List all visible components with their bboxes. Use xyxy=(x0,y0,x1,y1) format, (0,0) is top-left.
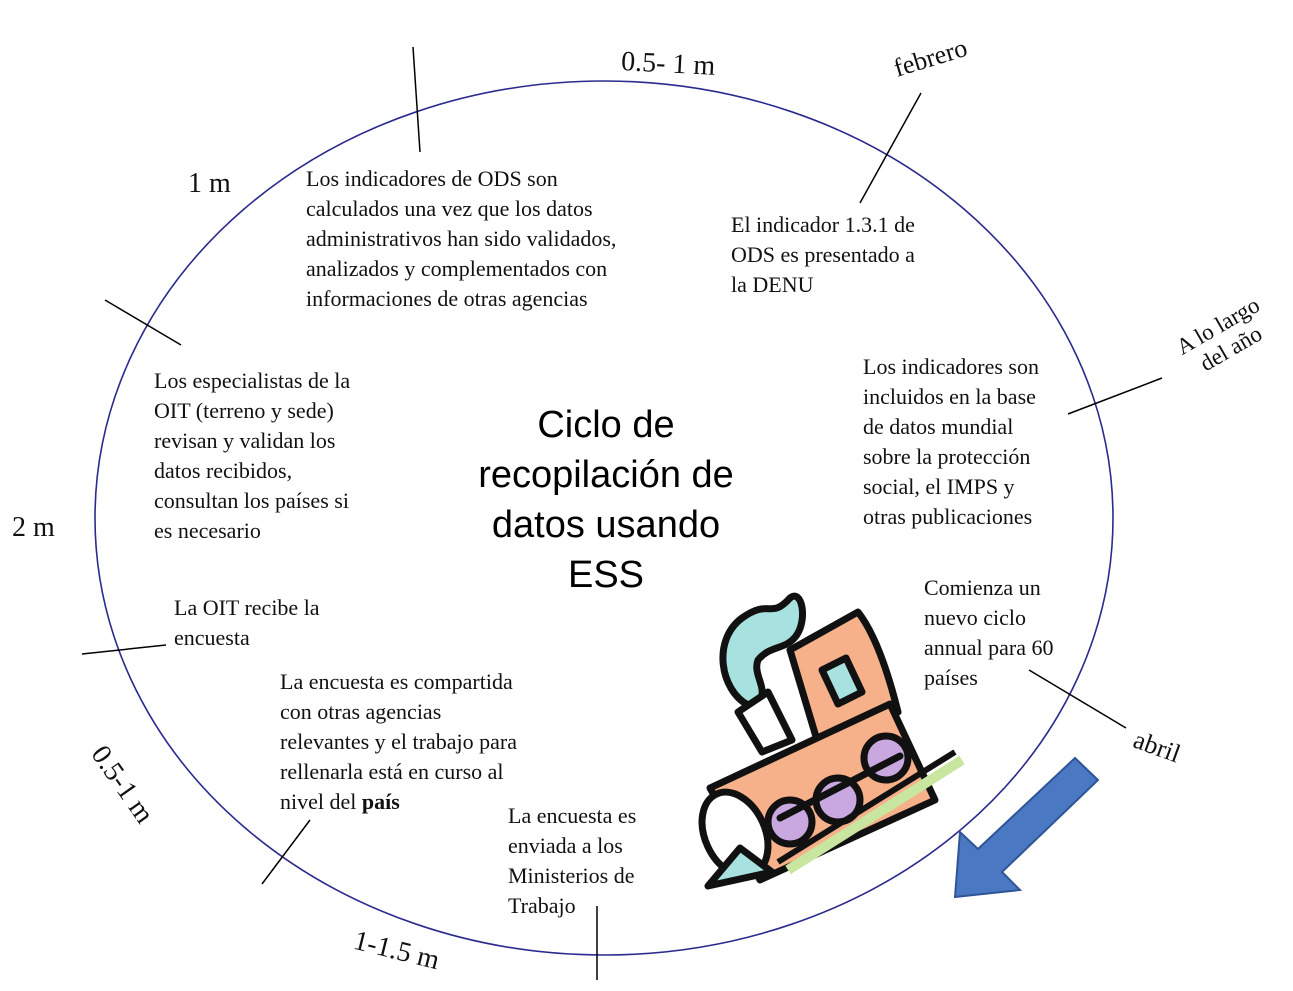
train-track xyxy=(776,749,957,865)
duration-left: 2 m xyxy=(12,512,55,543)
tick-top xyxy=(412,46,421,153)
step-text-line: de datos mundial xyxy=(863,414,1014,439)
step-text-line: revisan y validan los xyxy=(154,428,336,453)
step-text-line: social, el IMPS y xyxy=(863,474,1015,499)
duration-upper-left: 1 m xyxy=(188,168,231,199)
duration-top: 0.5- 1 m xyxy=(620,46,716,82)
step-new-cycle: Comienza un nuevo ciclo annual para 60 p… xyxy=(924,573,1054,693)
step-text-line: rellenarla está en curso al xyxy=(280,759,504,784)
step-text-line-last: nivel del país xyxy=(280,787,517,817)
train-smoke xyxy=(719,592,806,709)
train-rod xyxy=(776,752,904,822)
step-text-line: es necesario xyxy=(154,518,261,543)
step-text-line: Los indicadores de ODS son xyxy=(306,166,558,191)
step-text-line: La encuesta es xyxy=(508,803,637,828)
cycle-ellipse xyxy=(94,80,1114,956)
step-text-line: administrativos han sido validados, xyxy=(306,226,617,251)
diagram-title: Ciclo de recopilación de datos usando ES… xyxy=(440,400,772,600)
tick-all-year xyxy=(1067,377,1163,415)
step-text-line: La OIT recibe la xyxy=(174,595,320,620)
title-line: Ciclo de xyxy=(537,404,675,446)
tick-upper-left xyxy=(104,299,182,346)
step-global-db: Los indicadores son incluidos en la base… xyxy=(863,352,1039,532)
step-text-line: con otras agencias xyxy=(280,699,442,724)
step-specialists: Los especialistas de la OIT (terreno y s… xyxy=(154,366,350,546)
step-text-line: La encuesta es compartida xyxy=(280,669,513,694)
title-line: datos usando xyxy=(491,504,721,546)
tick-marks xyxy=(81,46,1163,980)
step-survey-shared: La encuesta es compartida con otras agen… xyxy=(280,667,517,817)
step-text-line: annual para 60 xyxy=(924,635,1054,660)
step-text-line: consultan los países si xyxy=(154,488,349,513)
step-text-line: ODS es presentado a xyxy=(731,242,915,267)
step-text-line: analizados y complementados con xyxy=(306,256,608,281)
step-text-line: relevantes y el trabajo para xyxy=(280,729,517,754)
tick-lower-left xyxy=(261,819,311,885)
tick-ilo-receives xyxy=(81,644,167,655)
step-text-line: enviada a los xyxy=(508,833,623,858)
tick-february xyxy=(859,92,922,204)
train-cowcatcher xyxy=(704,844,776,890)
step-text-line: nuevo ciclo xyxy=(924,605,1027,630)
step-text-line: datos recibidos, xyxy=(154,458,293,483)
tick-april xyxy=(1028,669,1127,729)
step-text-bold: país xyxy=(361,789,400,814)
step-text-line: sobre la protección xyxy=(863,444,1031,469)
train-clipart xyxy=(698,592,939,890)
title-line: recopilación de xyxy=(478,454,734,496)
step-text-line: Trabajo xyxy=(508,893,576,918)
step-text-line: Los especialistas de la xyxy=(154,368,351,393)
train-track-green xyxy=(785,755,965,875)
title-line: ESS xyxy=(567,554,645,596)
step-survey-sent: La encuesta es enviada a los Ministerios… xyxy=(508,801,636,921)
step-text-line: OIT (terreno y sede) xyxy=(154,398,334,423)
step-text-prefix: nivel del xyxy=(280,789,357,814)
step-text-line: la DENU xyxy=(731,272,814,297)
step-sdg-calc: Los indicadores de ODS son calculados un… xyxy=(306,164,616,314)
train-funnel xyxy=(734,688,796,756)
step-text-line: Comienza un xyxy=(924,575,1041,600)
step-text-line: Los indicadores son xyxy=(863,354,1039,379)
step-ilo-receives: La OIT recibe la encuesta xyxy=(174,593,320,653)
step-sdg-presented: El indicador 1.3.1 de ODS es presentado … xyxy=(731,210,915,300)
step-text-line: otras publicaciones xyxy=(863,504,1033,529)
step-text-line: calculados una vez que los datos xyxy=(306,196,593,221)
step-text-line: incluidos en la base xyxy=(863,384,1036,409)
step-text-line: informaciones de otras agencias xyxy=(306,286,588,311)
train-cab-window xyxy=(818,654,866,708)
direction-arrow-icon xyxy=(953,756,1100,899)
step-text-line: Ministerios de xyxy=(508,863,635,888)
step-text-line: El indicador 1.3.1 de xyxy=(731,212,915,237)
step-text-line: países xyxy=(924,665,978,690)
step-text-line: encuesta xyxy=(174,625,250,650)
